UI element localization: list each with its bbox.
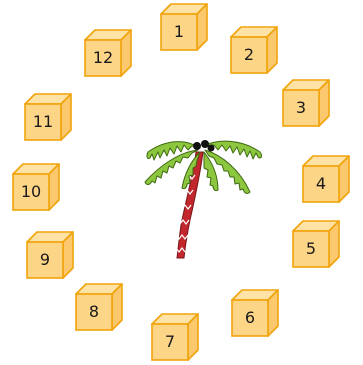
coconuts [193, 140, 215, 152]
palm-leaves [145, 141, 261, 193]
